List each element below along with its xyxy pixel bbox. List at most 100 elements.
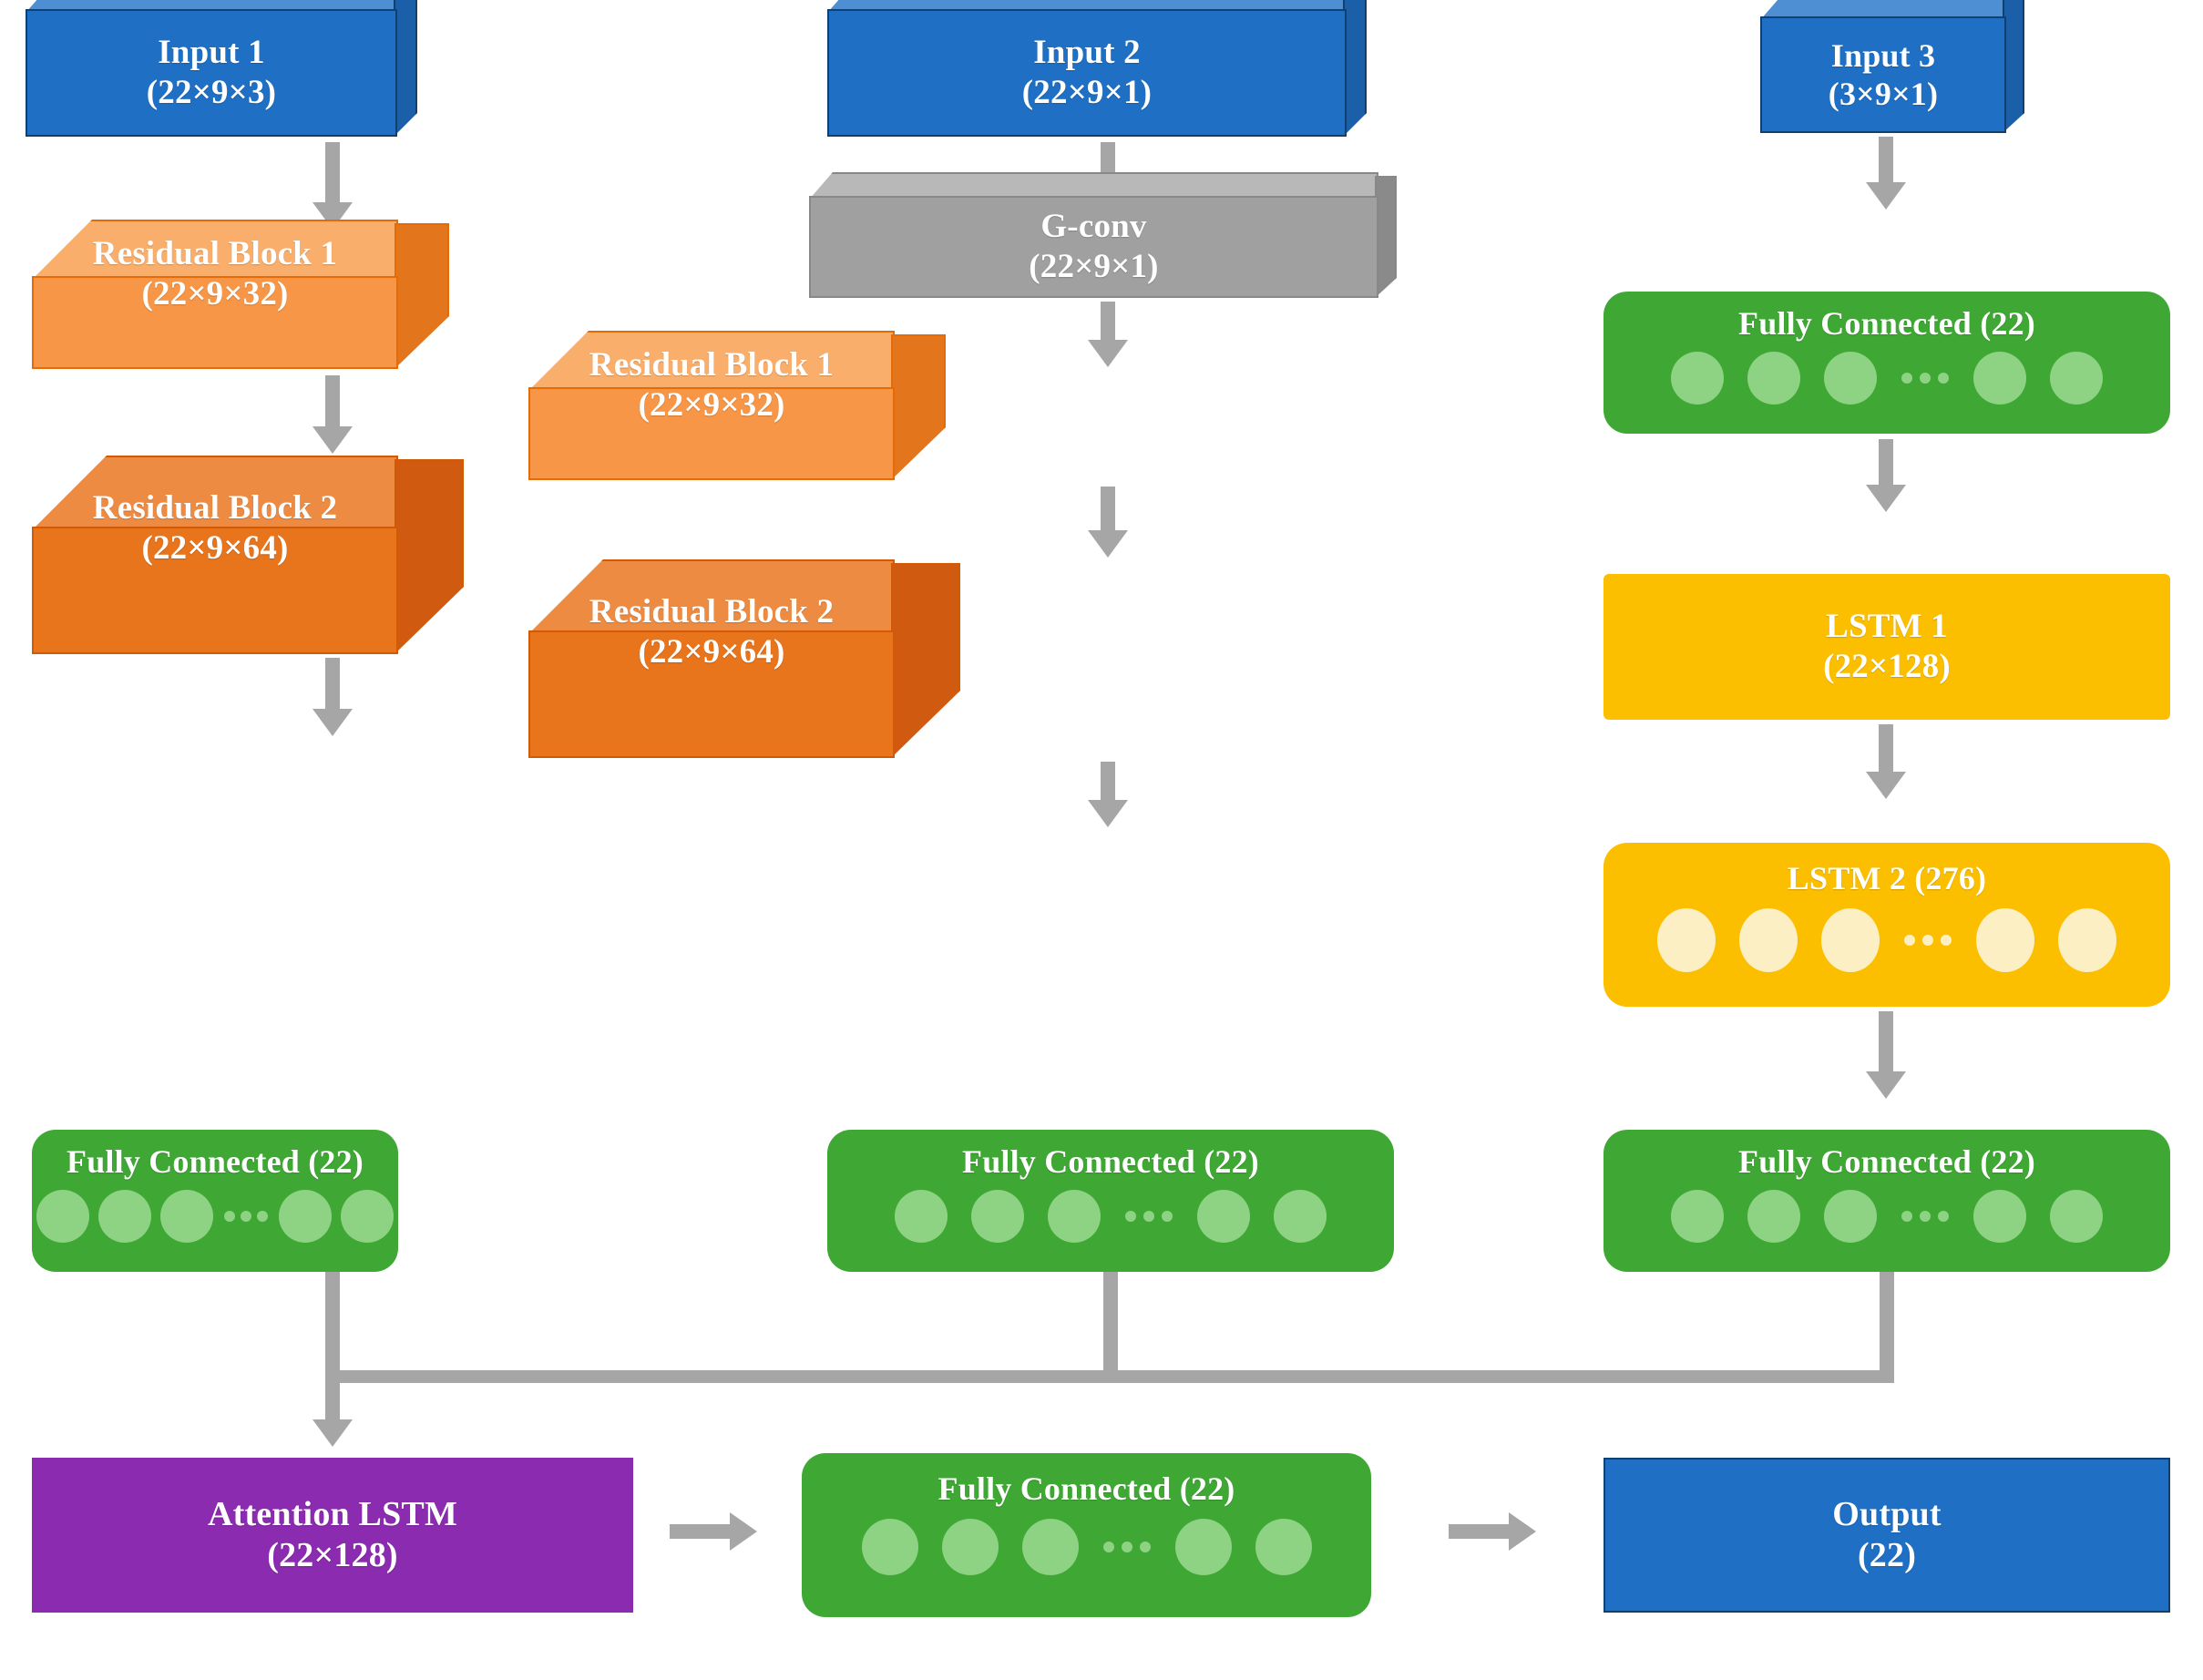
box-top-face [528,331,895,391]
node-label-line1: Attention LSTM [207,1495,458,1534]
node-label-line1: Input 2 [1033,34,1141,72]
neuron [941,1519,999,1576]
neuron-row [32,1190,398,1244]
neuron-row [827,1190,1394,1244]
node-label-line2: (22×9×1) [1021,74,1153,111]
node-output: Output (22) [1604,1458,2170,1613]
neuron [1197,1190,1250,1244]
node-label-line1: LSTM 1 [1826,608,1948,646]
node-fully-connected-branch-1: Fully Connected (22) [32,1130,398,1272]
neuron [1671,352,1724,405]
neuron [1976,908,2034,973]
node-fully-connected-final: Fully Connected (22) [802,1453,1371,1617]
node-g-conv: G-conv (22×9×1) [809,172,1378,298]
ellipsis-icon [1112,1211,1185,1223]
ellipsis-icon [1889,1211,1962,1223]
neuron [1821,908,1880,973]
node-input-2: Input 2 (22×9×1) [827,0,1347,137]
neuron-row [802,1519,1371,1576]
neuron [98,1190,151,1244]
box-front-face: Residual Block 1 (22×9×32) [528,346,895,480]
node-attention-lstm: Attention LSTM (22×128) [32,1458,633,1613]
node-label-line2: (22×9×64) [638,632,785,671]
node-label-line1: Output [1832,1495,1942,1534]
neuron [1739,908,1798,973]
node-lstm-2: LSTM 2 (276) [1604,843,2170,1007]
neuron [1671,1190,1724,1244]
node-label-line2: (22×9×32) [141,274,289,312]
node-label-line1: Fully Connected (22) [1738,305,2035,342]
neuron [861,1519,918,1576]
neuron [1174,1519,1232,1576]
merge-stub-branch-2 [1103,1272,1118,1381]
merge-bus [325,1370,1894,1383]
node-label-line2: (22×9×1) [1029,248,1159,285]
neuron-row [1604,908,2170,973]
neuron [895,1190,948,1244]
node-label-line1: Fully Connected (22) [938,1470,1235,1507]
box-side-face [891,563,960,758]
box-front-face: Residual Block 2 (22×9×64) [32,489,398,654]
neuron [160,1190,213,1244]
node-fully-connected-branch-3: Fully Connected (22) [1604,1130,2170,1272]
box-top-face [32,456,398,530]
neuron [1657,908,1716,973]
node-residual-block-2-branch-1: Residual Block 2 (22×9×64) [32,456,398,654]
neuron [279,1190,332,1244]
neuron [2058,908,2116,973]
box-front-face: Input 2 (22×9×1) [827,9,1347,137]
merge-stub-branch-3 [1880,1272,1894,1381]
merge-stub-branch-1 [325,1272,340,1381]
node-label-line1: Input 1 [158,34,265,72]
neuron [1824,1190,1877,1244]
ellipsis-icon [218,1211,274,1223]
node-lstm-1: LSTM 1 (22×128) [1604,574,2170,720]
neuron [1747,1190,1800,1244]
neuron [36,1190,89,1244]
node-residual-block-1-branch-1: Residual Block 1 (22×9×32) [32,220,398,369]
neuron-row [1604,1190,2170,1244]
neuron [2050,1190,2103,1244]
neuron [1973,1190,2026,1244]
node-fully-connected-branch-3-top: Fully Connected (22) [1604,292,2170,434]
node-label-line2: (3×9×1) [1828,76,1939,112]
node-fully-connected-branch-2: Fully Connected (22) [827,1130,1394,1272]
box-front-face: Input 1 (22×9×3) [26,9,397,137]
neuron [1747,352,1800,405]
neuron [1973,352,2026,405]
box-front-face: Input 3 (3×9×1) [1760,16,2006,133]
node-label-line1: Fully Connected (22) [67,1143,364,1180]
box-top-face [32,220,398,280]
neuron [341,1190,394,1244]
node-label-line2: (22×9×64) [141,528,289,567]
node-label-line1: G-conv [1040,208,1147,246]
box-side-face [394,459,464,654]
neuron [1824,352,1877,405]
node-label-line2: (22×128) [267,1536,398,1574]
box-top-face [528,559,895,634]
node-label-line1: LSTM 2 (276) [1787,860,1987,896]
neuron [1255,1519,1312,1576]
node-label-line2: (22×9×3) [146,74,277,111]
node-label-line2: (22×128) [1823,648,1951,685]
node-residual-block-1-branch-2: Residual Block 1 (22×9×32) [528,331,895,480]
ellipsis-icon [1891,935,1964,947]
box-front-face: Residual Block 2 (22×9×64) [528,593,895,758]
node-label-line1: Fully Connected (22) [1738,1143,2035,1180]
node-input-1: Input 1 (22×9×3) [26,0,397,137]
neuron [1048,1190,1101,1244]
box-side-face [394,223,449,369]
box-side-face [891,334,946,480]
box-front-face: Residual Block 1 (22×9×32) [32,235,398,369]
node-residual-block-2-branch-2: Residual Block 2 (22×9×64) [528,559,895,758]
node-label-line1: Input 3 [1830,36,1936,74]
neuron [2050,352,2103,405]
box-top-face [809,172,1378,200]
node-input-3: Input 3 (3×9×1) [1760,0,2006,133]
neuron [1274,1190,1327,1244]
ellipsis-icon [1889,373,1962,384]
neuron-row [1604,352,2170,405]
neuron [1021,1519,1079,1576]
neuron [971,1190,1024,1244]
